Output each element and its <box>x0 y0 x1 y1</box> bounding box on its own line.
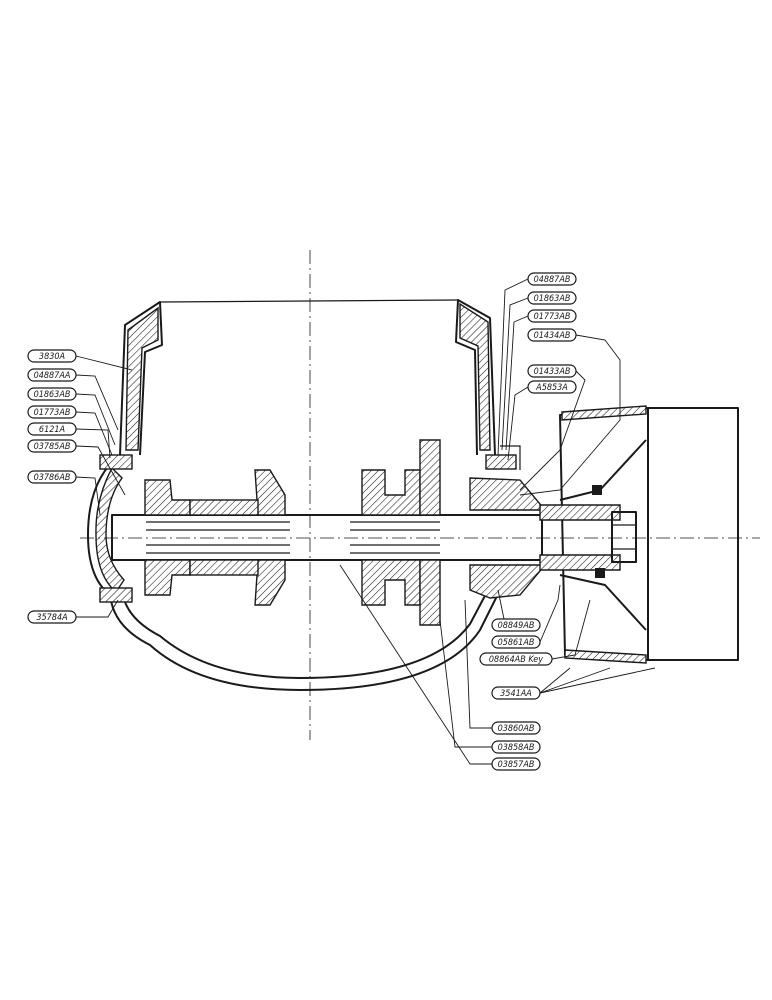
callout-A5853A: A5853A <box>507 380 577 461</box>
svg-text:04887AA: 04887AA <box>34 371 71 381</box>
callout-03858AB: 03858AB <box>439 619 541 754</box>
callout-01863AB-left: 01863AB <box>27 387 116 446</box>
svg-text:3830A: 3830A <box>39 352 65 362</box>
callout-01773AB-left: 01773AB <box>27 405 113 456</box>
svg-text:01863AB: 01863AB <box>34 390 71 400</box>
svg-text:03860AB: 03860AB <box>498 724 535 734</box>
svg-text:6121A: 6121A <box>39 425 65 435</box>
callout-04887AA: 04887AA <box>27 368 119 431</box>
callout-35784A: 35784A <box>27 599 119 624</box>
svg-text:03857AB: 03857AB <box>498 760 535 770</box>
svg-text:03858AB: 03858AB <box>498 743 535 753</box>
callout-01433AB: 01433AB <box>519 364 586 491</box>
callout-08864AB-key: 08864AB Key <box>479 599 591 666</box>
svg-text:08849AB: 08849AB <box>498 621 535 631</box>
pulley <box>539 405 739 664</box>
svg-text:04887AB: 04887AB <box>534 275 571 285</box>
callout-3541AA: 3541AA <box>491 667 656 700</box>
left-gear <box>144 469 286 606</box>
callout-04887AB: 04887AB <box>497 272 577 456</box>
svg-text:01433AB: 01433AB <box>534 367 571 377</box>
callout-3830A: 3830A <box>27 349 133 371</box>
svg-text:01773AB: 01773AB <box>34 408 71 418</box>
callout-01773AB-right: 01773AB <box>505 309 577 451</box>
center-gear <box>361 439 441 626</box>
callout-03786AB: 03786AB <box>27 470 101 516</box>
svg-text:01773AB: 01773AB <box>534 312 571 322</box>
svg-text:01434AB: 01434AB <box>534 331 571 341</box>
svg-text:3541AA: 3541AA <box>500 689 532 699</box>
main-shaft <box>111 514 543 561</box>
svg-text:03785AB: 03785AB <box>34 442 71 452</box>
callout-6121A: 6121A <box>27 422 111 459</box>
callout-01434AB: 01434AB <box>519 328 621 496</box>
callout-03857AB: 03857AB <box>339 564 541 771</box>
right-callouts: 04887AB 01863AB 01773AB 01434AB 01433AB … <box>339 272 656 771</box>
right-bearing <box>469 477 547 599</box>
callout-01863AB-right: 01863AB <box>501 291 577 451</box>
svg-text:05861AB: 05861AB <box>498 638 535 648</box>
svg-text:35784A: 35784A <box>36 613 67 623</box>
callout-03785AB: 03785AB <box>27 439 126 496</box>
housing <box>87 299 521 691</box>
callout-08849AB: 08849AB <box>491 589 541 632</box>
svg-text:03786AB: 03786AB <box>34 473 71 483</box>
left-callouts: 3830A 04887AA 01863AB 01773AB 6121A 0378… <box>27 349 133 624</box>
svg-text:A5853A: A5853A <box>535 383 568 393</box>
svg-text:01863AB: 01863AB <box>534 294 571 304</box>
svg-text:08864AB Key: 08864AB Key <box>489 655 543 665</box>
callout-05861AB: 05861AB <box>491 584 561 649</box>
callout-03860AB: 03860AB <box>464 599 541 735</box>
